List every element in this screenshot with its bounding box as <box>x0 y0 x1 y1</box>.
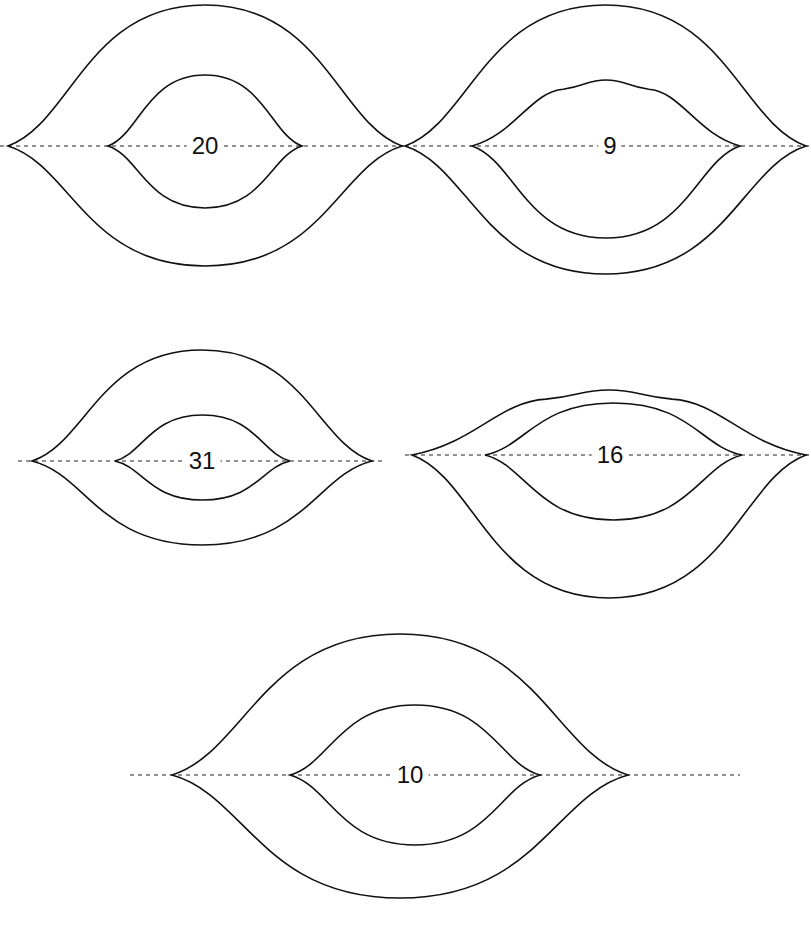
figure-number-holder: 9 <box>598 133 621 159</box>
lip-outline <box>18 340 390 552</box>
figure-number-holder: 20 <box>187 133 224 159</box>
inner-contour <box>108 75 302 208</box>
figure-number: 9 <box>598 133 621 159</box>
lip-outline <box>405 380 811 605</box>
outer-contour <box>8 5 402 266</box>
figure-number: 31 <box>184 448 221 474</box>
figure-number-holder: 16 <box>592 442 629 468</box>
lip-outline <box>125 625 750 905</box>
figure-number: 20 <box>187 133 224 159</box>
lip-outline-figure: 16 <box>405 380 811 605</box>
outer-contour <box>172 634 628 898</box>
inner-contour <box>472 80 740 238</box>
figure-number: 16 <box>592 442 629 468</box>
outer-contour <box>32 350 372 545</box>
lip-outline-figure: 31 <box>18 340 390 552</box>
dashed-midline <box>130 774 740 775</box>
inner-contour <box>290 705 540 845</box>
lip-outline-figure: 9 <box>403 0 811 282</box>
lip-outline-figure: 20 <box>0 0 405 272</box>
inner-contour <box>485 403 742 520</box>
figure-number: 10 <box>392 762 429 788</box>
outer-contour <box>412 390 806 598</box>
figure-number-holder: 10 <box>392 762 429 788</box>
lip-outline-figure: 10 <box>125 625 750 905</box>
figure-number-holder: 31 <box>184 448 221 474</box>
outer-contour <box>405 5 806 274</box>
inner-contour <box>115 415 290 500</box>
